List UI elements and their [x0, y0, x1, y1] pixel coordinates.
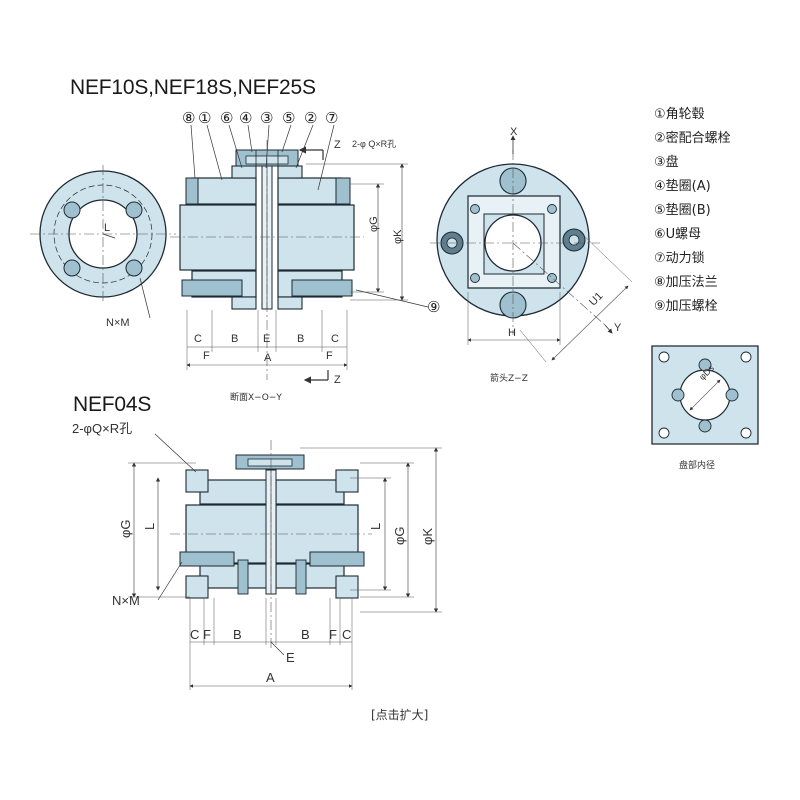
bottom-dim-b-right: B [301, 627, 310, 642]
top-l-label: L [104, 222, 111, 234]
flange-bolt-hole [63, 259, 81, 277]
top-flange-end-view [30, 165, 176, 319]
bottom-phi-k: φK [420, 527, 435, 545]
legend-item: ②密配合螺栓 [654, 131, 731, 146]
bottom-dim-b-left: B [233, 627, 242, 642]
top-model-title: NEF10S,NEF18S,NEF25S [70, 76, 316, 99]
legend-item: ③盘 [654, 155, 679, 170]
flange-bolt-hole [63, 201, 81, 219]
legend-item: ⑥U螺母 [654, 227, 702, 242]
bottom-dim-c-left: C [190, 627, 200, 642]
top-arrow-view [430, 135, 633, 363]
flange-bolt-hole [125, 259, 143, 277]
top-dim-a: A [264, 352, 272, 364]
callout-4: ④ [239, 109, 253, 127]
legend-item: ④垫圈(A) [654, 179, 711, 194]
top-dim-c-left: C [194, 333, 202, 345]
callout-8: ⑦ [325, 109, 339, 127]
top-phi-g: φG [368, 216, 380, 232]
bottom-section-view [128, 433, 442, 690]
disk-bore-detail [651, 345, 759, 445]
top-z-label-upper: Z [334, 139, 341, 151]
top-n-m: N×M [106, 317, 130, 329]
callout-1: ⑧ [182, 109, 196, 127]
callout-nine: ⑨ [427, 298, 441, 316]
legend-item: ⑨加压螺栓 [654, 299, 718, 314]
bottom-model-title: NEF04S [73, 393, 152, 416]
bottom-dim-c-right: C [342, 627, 352, 642]
top-dim-e: E [263, 333, 271, 345]
callout-3: ⑥ [220, 109, 234, 127]
bottom-n-m: N×M [112, 593, 140, 608]
bottom-l-right: L [368, 522, 383, 530]
bottom-l-left: L [142, 522, 157, 530]
bottom-phi-g-left: φG [118, 519, 133, 538]
callout-6: ⑤ [282, 109, 296, 127]
top-dim-c-right: C [331, 333, 339, 345]
top-dim-b-left: B [231, 333, 239, 345]
legend-item: ⑦动力锁 [654, 251, 705, 266]
callout-2: ① [198, 109, 212, 127]
arrow-view-x: X [510, 126, 518, 138]
arrow-view-y: Y [614, 322, 622, 334]
bottom-dim-f-left: F [203, 627, 211, 642]
arrow-view-caption: 箭头Z−Z [490, 374, 528, 384]
top-z-label-lower: Z [334, 374, 341, 386]
callout-5: ③ [260, 109, 274, 127]
enlarge-link[interactable]: [点击扩大] [371, 708, 429, 722]
top-phi-k: φK [392, 229, 404, 244]
top-dim-f-left: F [203, 350, 210, 362]
bottom-hole-spec: 2-φQ×R孔 [72, 421, 133, 436]
top-dim-f-right: F [326, 350, 333, 362]
top-hole-spec: 2-φ Q×R孔 [352, 139, 397, 149]
flange-bolt-hole [125, 201, 143, 219]
bottom-dim-a: A [266, 670, 275, 685]
legend-item: ⑧加压法兰 [654, 275, 718, 290]
callout-7: ② [304, 109, 318, 127]
bottom-dim-f-right: F [329, 627, 337, 642]
bottom-dim-e: E [286, 650, 295, 665]
disk-bore-caption: 盘部内径 [679, 461, 716, 471]
top-dim-b-right: B [297, 333, 305, 345]
top-section-view [170, 124, 429, 384]
legend-item: ①角轮毂 [654, 107, 705, 122]
section-caption: 断面X−O−Y [230, 393, 282, 403]
legend-item: ⑤垫圈(B) [654, 203, 711, 218]
arrow-view-h: H [508, 327, 516, 339]
bottom-phi-g-right: φG [392, 526, 407, 545]
